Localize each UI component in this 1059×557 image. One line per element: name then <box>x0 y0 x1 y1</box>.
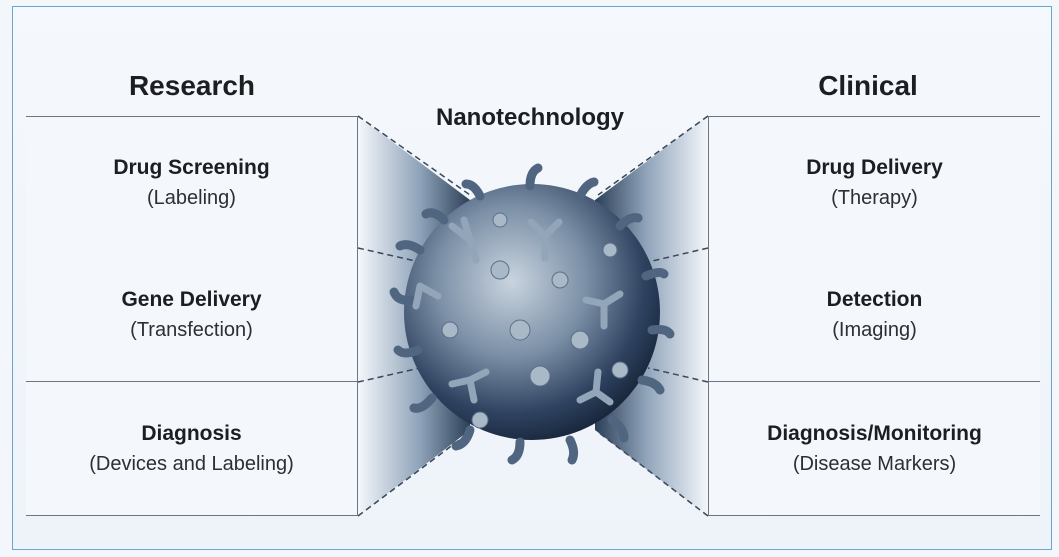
clinical-item-title: Detection <box>827 285 923 315</box>
clinical-heading: Clinical <box>768 70 968 102</box>
clinical-item-subtitle: (Imaging) <box>832 315 916 345</box>
research-item-title: Gene Delivery <box>121 285 261 315</box>
clinical-item: Drug Delivery (Therapy) <box>708 116 1040 249</box>
research-item-title: Diagnosis <box>141 419 241 449</box>
clinical-item-subtitle: (Disease Markers) <box>793 449 956 479</box>
research-item-subtitle: (Labeling) <box>147 183 236 213</box>
research-item-subtitle: (Transfection) <box>130 315 253 345</box>
clinical-item-subtitle: (Therapy) <box>831 183 918 213</box>
nanotechnology-heading: Nanotechnology <box>380 104 680 132</box>
clinical-item-title: Diagnosis/Monitoring <box>767 419 982 449</box>
research-item: Gene Delivery (Transfection) <box>26 248 358 382</box>
research-item-title: Drug Screening <box>113 153 269 183</box>
clinical-item-title: Drug Delivery <box>806 153 943 183</box>
research-item: Drug Screening (Labeling) <box>26 116 358 249</box>
research-heading: Research <box>92 70 292 102</box>
research-item-subtitle: (Devices and Labeling) <box>89 449 294 479</box>
clinical-item: Detection (Imaging) <box>708 248 1040 382</box>
research-item: Diagnosis (Devices and Labeling) <box>26 381 358 516</box>
clinical-item: Diagnosis/Monitoring (Disease Markers) <box>708 381 1040 516</box>
